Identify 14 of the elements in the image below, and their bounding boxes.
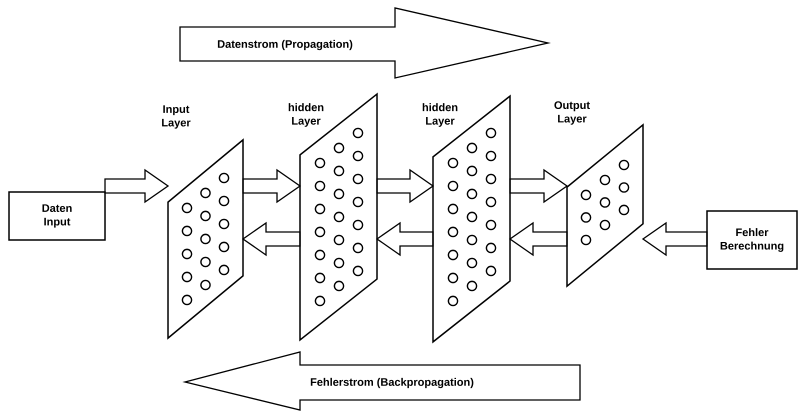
text-box: Daten Input (8, 191, 106, 241)
layer-label: hidden Layer (288, 103, 324, 127)
block-arrow (508, 222, 568, 256)
layer-label: Output Layer (554, 101, 590, 125)
block-arrow (104, 168, 170, 204)
layer-label: hidden Layer (422, 103, 458, 127)
block-arrow (242, 222, 301, 256)
layer-label: Input Layer (162, 105, 190, 129)
block-arrow (509, 168, 568, 204)
block-arrow (376, 222, 434, 256)
block-arrow (642, 222, 708, 256)
block-arrow (242, 168, 302, 204)
text-box: Fehler Berechnung (706, 210, 798, 270)
block-arrow (376, 168, 434, 204)
